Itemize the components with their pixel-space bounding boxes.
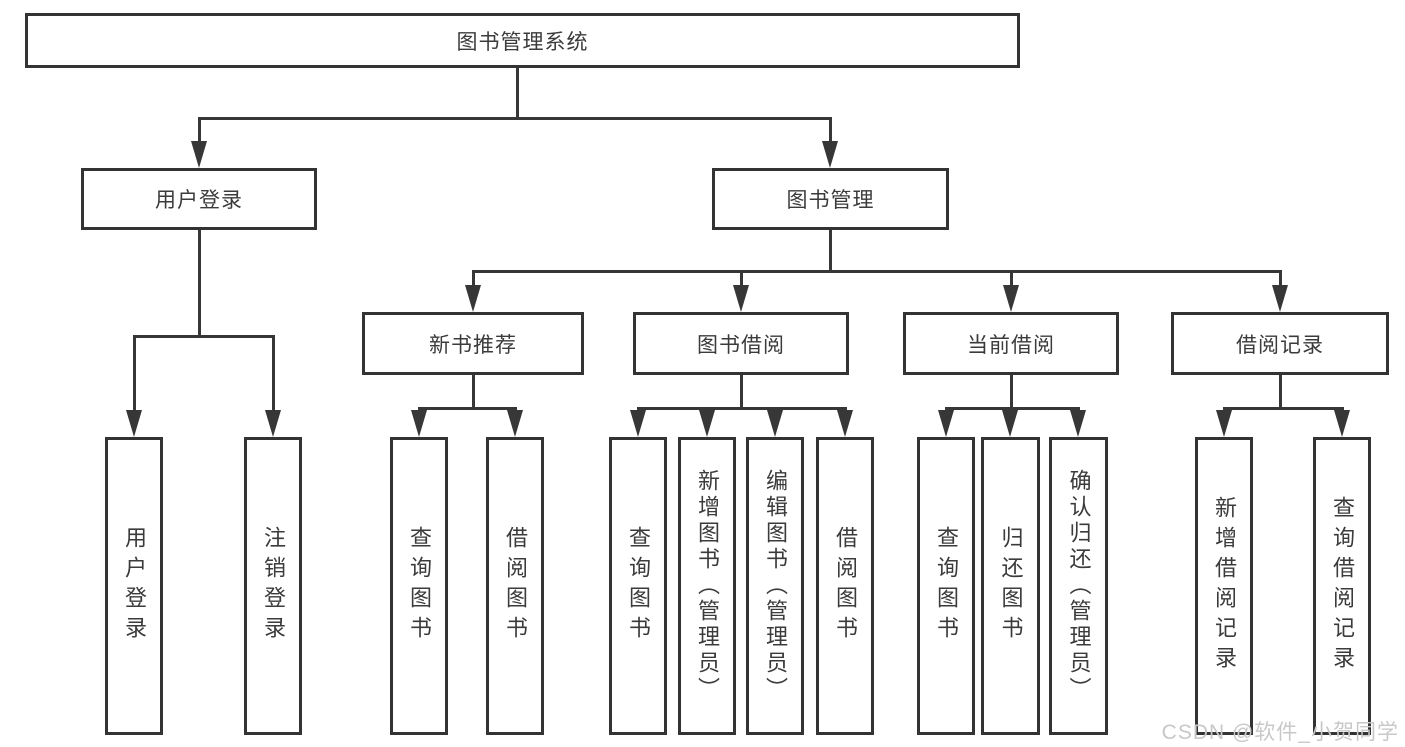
- connector-user-login-stem: [198, 230, 201, 335]
- arrowhead-query-current: [938, 410, 954, 437]
- node-user-login: 用户登录: [81, 168, 317, 230]
- leaf-borrow-book: 借阅图书: [816, 437, 874, 735]
- arrowhead-return-book: [1002, 410, 1018, 437]
- leaf-return-book-label: 归还图书: [998, 526, 1024, 646]
- arrowhead-borrow-book: [837, 410, 853, 437]
- connector-book-management-stem: [829, 230, 832, 270]
- connector-records-branch: [1223, 407, 1344, 410]
- node-current-borrow: 当前借阅: [903, 312, 1119, 375]
- leaf-query-book-borrow: 查询图书: [609, 437, 667, 735]
- arrowhead-edit-book: [767, 410, 783, 437]
- leaf-query-book-current-label: 查询图书: [934, 526, 959, 646]
- node-root-label: 图书管理系统: [456, 30, 589, 54]
- connector-drop-current: [1010, 270, 1013, 290]
- arrowhead-book-management: [822, 141, 838, 168]
- connector-drop-records: [1279, 270, 1282, 290]
- arrowhead-confirm-return: [1070, 410, 1086, 437]
- leaf-add-book-admin: 新增图书（管理员）: [678, 437, 736, 735]
- connector-root-branch: [198, 117, 832, 120]
- node-new-book-recommend-label: 新书推荐: [429, 333, 517, 357]
- leaf-query-book-recommend-label: 查询图书: [407, 526, 432, 646]
- leaf-confirm-return-admin: 确认归还（管理员）: [1049, 437, 1108, 735]
- arrowhead-user-login: [191, 141, 207, 168]
- connector-drop-user-login: [198, 117, 201, 144]
- leaf-confirm-return-admin-label: 确认归还（管理员）: [1066, 469, 1092, 703]
- leaf-add-book-admin-label: 新增图书（管理员）: [695, 469, 720, 703]
- leaf-borrow-book-recommend-label: 借阅图书: [503, 526, 528, 646]
- node-borrow-records-label: 借阅记录: [1236, 333, 1324, 357]
- leaf-user-login: 用户登录: [105, 437, 163, 735]
- arrowhead-borrow: [733, 285, 749, 312]
- connector-records-stem: [1279, 375, 1282, 409]
- node-book-management-label: 图书管理: [786, 189, 875, 212]
- arrowhead-query-borrow: [630, 410, 646, 437]
- leaf-query-borrow-record: 查询借阅记录: [1313, 437, 1371, 735]
- arrowhead-current: [1003, 285, 1019, 312]
- leaf-add-borrow-record: 新增借阅记录: [1195, 437, 1253, 735]
- arrowhead-records: [1272, 285, 1288, 312]
- arrowhead-leaf-logout: [265, 410, 281, 437]
- connector-user-login-branch: [133, 335, 275, 338]
- leaf-logout-label: 注销登录: [261, 526, 286, 646]
- leaf-add-borrow-record-label: 新增借阅记录: [1212, 496, 1237, 676]
- connector-book-management-branch: [472, 270, 1282, 273]
- leaf-query-book-borrow-label: 查询图书: [626, 526, 651, 646]
- node-new-book-recommend: 新书推荐: [362, 312, 584, 375]
- connector-root-stem: [516, 68, 519, 117]
- arrowhead-query-recommend: [411, 410, 427, 437]
- connector-drop-leaf-logout: [272, 335, 275, 415]
- leaf-user-login-label: 用户登录: [122, 526, 147, 646]
- connector-current-stem: [1010, 375, 1013, 409]
- connector-recommend-branch: [418, 407, 517, 410]
- leaf-query-book-current: 查询图书: [917, 437, 975, 735]
- connector-borrow-branch: [637, 407, 847, 410]
- node-user-login-label: 用户登录: [155, 189, 243, 212]
- leaf-edit-book-admin: 编辑图书（管理员）: [746, 437, 804, 735]
- connector-drop-book-management: [829, 117, 832, 144]
- arrowhead-leaf-user-login: [126, 410, 142, 437]
- arrowhead-recommend: [465, 285, 481, 312]
- node-book-borrow: 图书借阅: [633, 312, 849, 375]
- leaf-query-borrow-record-label: 查询借阅记录: [1330, 496, 1355, 676]
- arrowhead-add-book: [699, 410, 715, 437]
- leaf-logout: 注销登录: [244, 437, 302, 735]
- leaf-return-book: 归还图书: [981, 437, 1040, 735]
- arrowhead-add-record: [1216, 410, 1232, 437]
- connector-current-branch: [945, 407, 1080, 410]
- leaf-edit-book-admin-label: 编辑图书（管理员）: [763, 469, 788, 703]
- node-book-management: 图书管理: [712, 168, 949, 230]
- arrowhead-query-record: [1334, 410, 1350, 437]
- connector-borrow-stem: [740, 375, 743, 409]
- arrowhead-borrow-recommend: [507, 410, 523, 437]
- connector-drop-borrow: [740, 270, 743, 290]
- connector-drop-recommend: [472, 270, 475, 290]
- csdn-watermark: CSDN @软件_小贺同学: [1161, 721, 1399, 744]
- node-root: 图书管理系统: [25, 13, 1020, 68]
- leaf-borrow-book-label: 借阅图书: [833, 526, 858, 646]
- connector-recommend-stem: [472, 375, 475, 409]
- node-borrow-records: 借阅记录: [1171, 312, 1389, 375]
- connector-drop-leaf-user-login: [133, 335, 136, 415]
- leaf-borrow-book-recommend: 借阅图书: [486, 437, 544, 735]
- node-current-borrow-label: 当前借阅: [967, 333, 1055, 357]
- leaf-query-book-recommend: 查询图书: [390, 437, 448, 735]
- node-book-borrow-label: 图书借阅: [697, 333, 785, 357]
